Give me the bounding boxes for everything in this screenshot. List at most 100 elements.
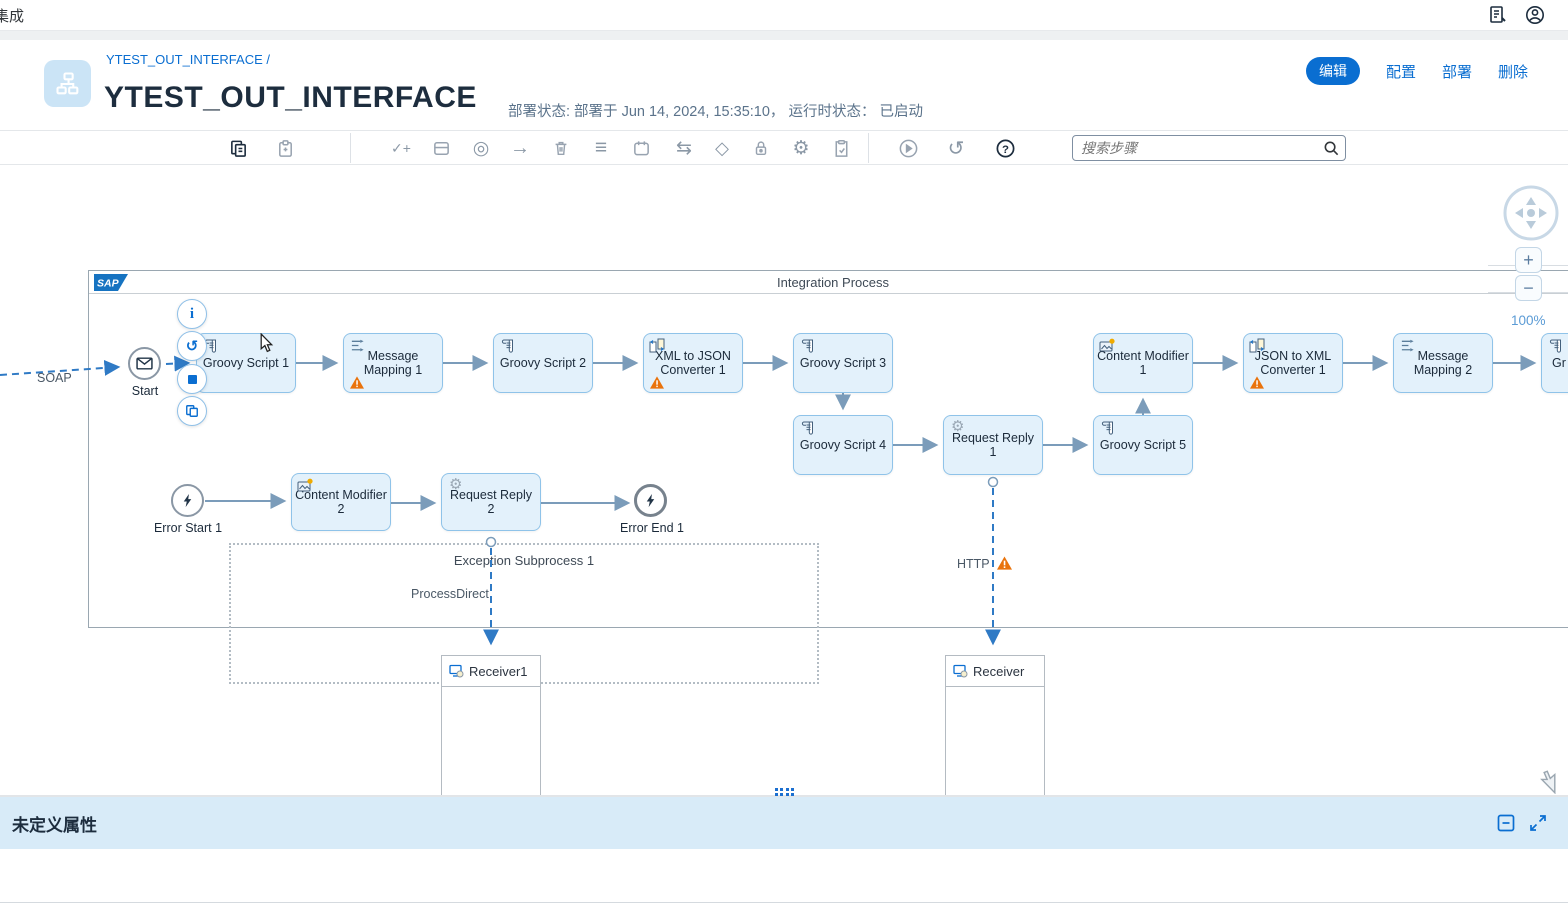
stop-button[interactable]: [177, 364, 207, 394]
pan-navigator[interactable]: [1503, 185, 1559, 246]
receiver-icon: [449, 664, 464, 678]
local-process-icon[interactable]: [628, 135, 654, 161]
http-label[interactable]: HTTP: [957, 557, 990, 571]
panel-bottom-divider: [0, 902, 1568, 903]
copy-icon[interactable]: [225, 135, 251, 161]
copy-icon: [186, 405, 198, 417]
error-bolt-icon: [646, 493, 655, 508]
validate-icon[interactable]: ✓+: [391, 139, 411, 156]
router-icon[interactable]: ⇆: [676, 137, 692, 159]
participant-icon[interactable]: [428, 135, 454, 161]
receiver1-participant[interactable]: Receiver1: [441, 655, 541, 797]
receiver-participant[interactable]: Receiver: [945, 655, 1045, 797]
converter-icon: [1249, 338, 1265, 354]
gateway-icon[interactable]: ◇: [715, 137, 729, 158]
user-account-icon[interactable]: [1524, 4, 1546, 26]
panel-splitter[interactable]: [0, 795, 1568, 797]
processdirect-label[interactable]: ProcessDirect: [411, 587, 489, 601]
deploy-button[interactable]: 部署: [1442, 61, 1472, 82]
gear-icon: ⚙: [449, 476, 463, 493]
restart-button[interactable]: ↺: [177, 331, 207, 361]
breadcrumb[interactable]: YTEST_OUT_INTERFACE /: [106, 52, 270, 67]
expand-panel-icon[interactable]: [1528, 813, 1548, 833]
toolbar-separator: [350, 133, 351, 163]
properties-panel: 未定义属性: [0, 797, 1568, 907]
subprocess-title: Exception Subprocess 1: [453, 553, 595, 568]
reset-icon[interactable]: ↺: [947, 137, 965, 160]
restart-icon: ↺: [185, 338, 199, 355]
script-icon: [202, 338, 218, 354]
edit-button[interactable]: 编辑: [1305, 57, 1360, 85]
sap-logo: SAP: [94, 274, 128, 296]
step-label: XML to JSON Converter 1: [655, 348, 731, 377]
configure-button[interactable]: 配置: [1386, 61, 1416, 82]
connector-arrow-icon[interactable]: →: [510, 136, 530, 159]
step-message-mapping-1[interactable]: Message Mapping 1: [343, 333, 443, 393]
paste-icon[interactable]: [272, 135, 298, 161]
warning-icon: [997, 556, 1012, 575]
error-end-event[interactable]: [634, 484, 667, 517]
delete-step-icon[interactable]: [548, 135, 574, 161]
receiver-label: Receiver1: [469, 663, 528, 679]
info-button[interactable]: i: [177, 299, 207, 329]
simulate-play-icon[interactable]: [895, 135, 921, 161]
script-icon: [1099, 420, 1115, 436]
top-shell-bar: 集成: [0, 0, 1568, 31]
properties-panel-header: 未定义属性: [0, 797, 1568, 849]
envelope-icon: [136, 357, 153, 370]
journal-icon[interactable]: [1486, 4, 1508, 26]
search-input[interactable]: [1081, 137, 1311, 159]
step-label: Content Modifier 2: [295, 487, 387, 516]
zoom-in-button[interactable]: +: [1515, 247, 1542, 273]
step-groovy-script-1[interactable]: Groovy Script 1: [196, 333, 296, 393]
clipboard-check-icon[interactable]: [828, 135, 854, 161]
error-start-event[interactable]: [171, 484, 204, 517]
deploy-status-text: 部署状态: 部署于 Jun 14, 2024, 15:35:10， 运行时状态：…: [508, 104, 923, 120]
mapping-icon: [1399, 338, 1415, 354]
step-label: Message Mapping 1: [363, 348, 423, 377]
menu-icon[interactable]: ≡: [594, 136, 608, 159]
mapping-icon: [349, 338, 365, 354]
receiver-header: Receiver1: [442, 656, 540, 687]
pool-header: Integration Process: [89, 271, 1568, 294]
iflow-canvas[interactable]: Integration Process SAP Exception Subpro…: [0, 165, 1568, 797]
copy-button[interactable]: [177, 396, 207, 426]
persistence-icon[interactable]: ⚙: [792, 137, 810, 159]
converter-icon: [649, 338, 665, 354]
step-label: Content Modifier 1: [1097, 348, 1189, 377]
content-modifier-icon: [297, 478, 313, 494]
step-groovy-script-5[interactable]: Groovy Script 5: [1093, 415, 1193, 475]
splitter-handle[interactable]: [775, 788, 795, 797]
zoom-out-button[interactable]: −: [1515, 275, 1542, 301]
page-background-strip: [0, 31, 1568, 40]
error-bolt-icon: [183, 493, 192, 508]
step-groovy-script-6-cutoff[interactable]: Gr: [1541, 333, 1568, 393]
shell-app-label: 集成: [0, 8, 25, 25]
step-request-reply-1[interactable]: ⚙ Request Reply 1: [943, 415, 1043, 475]
collapse-panel-icon[interactable]: [1496, 813, 1516, 833]
start-event[interactable]: [128, 347, 161, 380]
help-icon[interactable]: ?: [992, 135, 1018, 161]
step-groovy-script-3[interactable]: Groovy Script 3: [793, 333, 893, 393]
step-groovy-script-2[interactable]: Groovy Script 2: [493, 333, 593, 393]
step-groovy-script-4[interactable]: Groovy Script 4: [793, 415, 893, 475]
header-actions: 编辑 配置 部署 删除: [1305, 57, 1528, 85]
step-label: Request Reply 2: [450, 487, 532, 516]
step-content-modifier-1[interactable]: Content Modifier 1: [1093, 333, 1193, 393]
receiver-icon: [953, 664, 968, 678]
svg-text:?: ?: [1002, 143, 1009, 155]
lock-icon[interactable]: [748, 135, 774, 161]
search-icon[interactable]: [1323, 140, 1340, 162]
process-icon[interactable]: ◎: [472, 137, 490, 159]
step-message-mapping-2[interactable]: Message Mapping 2: [1393, 333, 1493, 393]
svg-text:SAP: SAP: [97, 278, 120, 290]
step-content-modifier-2[interactable]: Content Modifier 2: [291, 473, 391, 531]
script-icon: [799, 420, 815, 436]
stop-icon: [187, 374, 197, 384]
start-event-label: Start: [131, 384, 159, 398]
step-search-box: [1072, 135, 1346, 161]
step-xml-to-json-converter-1[interactable]: XML to JSON Converter 1: [643, 333, 743, 393]
step-request-reply-2[interactable]: ⚙ Request Reply 2: [441, 473, 541, 531]
delete-button[interactable]: 删除: [1498, 61, 1528, 82]
step-json-to-xml-converter-1[interactable]: JSON to XML Converter 1: [1243, 333, 1343, 393]
